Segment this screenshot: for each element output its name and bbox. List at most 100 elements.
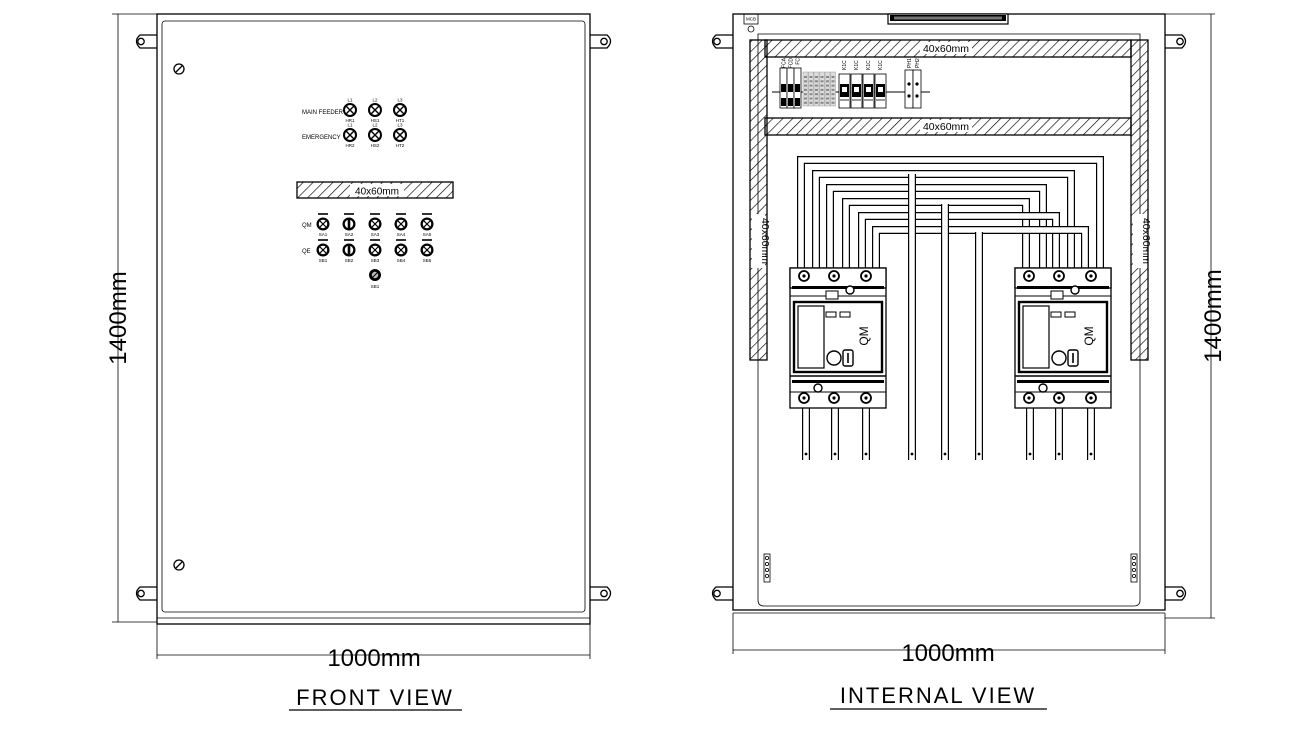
- lamp-phase-label: L2: [372, 98, 378, 103]
- front-height-dimension: 1400mm: [105, 13, 157, 623]
- internal-height-dimension: 1400mm: [1165, 13, 1227, 619]
- mounting-lug: [711, 34, 733, 49]
- selector-switch-icon: [316, 239, 330, 257]
- pushbutton-icon: [369, 269, 381, 281]
- busbar-phase-2: [812, 170, 1075, 272]
- phase-relay-icon: [912, 69, 922, 109]
- mounting-lug: [711, 586, 733, 601]
- pushbutton-code: SB1: [371, 284, 380, 289]
- terminal-strip: [808, 71, 814, 107]
- selector-switch-icon: [368, 213, 382, 231]
- front-cabinet-outline: [156, 13, 591, 625]
- selector-switch-icon: [342, 239, 356, 257]
- pilot-lamp-icon: [343, 128, 357, 142]
- phase-relay-icon: [904, 69, 914, 109]
- door-lock-icon: [173, 559, 185, 571]
- bolt-hole: [804, 452, 808, 456]
- pilot-lamp-icon: [343, 103, 357, 117]
- moulded-case-breaker: QM: [1014, 267, 1112, 409]
- control-mcb: [786, 67, 795, 109]
- control-mcb: [793, 67, 802, 109]
- main-feeder-label: MAIN FEEDER: [302, 110, 344, 116]
- relay-icon: [862, 73, 875, 109]
- mounting-lug: [1165, 586, 1187, 601]
- wiring-duct-left: [749, 39, 768, 361]
- lamp-phase-label: L2: [372, 123, 378, 128]
- pilot-lamp-icon: [368, 103, 382, 117]
- switch-code: SB3: [371, 258, 380, 263]
- front-width-label: 1000mm: [327, 645, 420, 672]
- switch-code: SA4: [397, 232, 406, 237]
- lamp-code: HR2: [345, 143, 354, 148]
- busbars: [797, 156, 1104, 460]
- din-label: FC: [796, 58, 802, 65]
- duct-label-right: 40x60mm: [1140, 218, 1152, 264]
- front-door-outline: [161, 20, 586, 613]
- internal-view: MCB 40x60mm 40x60mm 40x60mm 40: [711, 13, 1227, 710]
- lamp-phase-label: L3: [397, 98, 403, 103]
- breakers: QM QM: [789, 267, 1112, 409]
- internal-height-label: 1400mm: [1200, 269, 1227, 362]
- din-label: K1C: [878, 60, 884, 70]
- door-lock-icon: [173, 63, 185, 75]
- selector-switch-icon: [420, 213, 434, 231]
- selector-switch-icon: [394, 213, 408, 231]
- lamp-phase-label: L3: [397, 123, 403, 128]
- relay-icon: [874, 73, 887, 109]
- terminal-strip: [802, 71, 809, 107]
- selector-switch-icon: [394, 239, 408, 257]
- busbar-phase-1: [797, 156, 1104, 272]
- lamp-phase-label: L1: [347, 123, 353, 128]
- din-label: PH2: [915, 58, 921, 68]
- breaker-label: QM: [857, 326, 871, 345]
- switch-code: SB4: [397, 258, 406, 263]
- mounting-plate-outline: [757, 33, 1141, 607]
- din-label: FCA: [782, 57, 788, 68]
- duct-label-top: 40x60mm: [923, 43, 969, 55]
- bolt-hole: [833, 452, 837, 456]
- mounting-lug: [1165, 34, 1187, 49]
- din-label: K1C: [854, 60, 860, 70]
- terminal-strip: [824, 71, 831, 107]
- busbar-phase-5: [858, 212, 1060, 272]
- relay-icon: [850, 73, 863, 109]
- front-width-dimension: 1000mm: [156, 624, 591, 672]
- qm-row-label: QM: [302, 223, 312, 229]
- duct-label-middle: 40x60mm: [923, 121, 969, 133]
- switch-code: SA3: [371, 232, 380, 237]
- terminal-strip: [819, 71, 825, 107]
- switch-code: SB2: [345, 258, 354, 263]
- front-height-label: 1400mm: [105, 271, 132, 364]
- front-view-title: FRONT VIEW: [296, 685, 454, 710]
- corner-tag: MCB: [746, 17, 756, 22]
- din-label: PH1: [907, 58, 913, 68]
- switch-code: SB5: [423, 258, 432, 263]
- din-label: K1C: [866, 60, 872, 70]
- lamp-code: HT2: [396, 143, 405, 148]
- terminal-strip: [830, 71, 836, 107]
- switch-code: SA1: [319, 232, 328, 237]
- internal-width-dimension: 1000mm: [732, 613, 1166, 667]
- lamp-phase-label: L1: [347, 98, 353, 103]
- duct-label-left: 40x60mm: [759, 218, 771, 264]
- moulded-case-breaker: QM: [789, 267, 887, 409]
- lamp-code: HR1: [345, 118, 354, 123]
- bolt-hole: [943, 452, 947, 456]
- terminal-block: [763, 553, 771, 583]
- switch-code: SB1: [319, 258, 328, 263]
- selector-switch-icon: [316, 213, 330, 231]
- din-label: K1C: [842, 60, 848, 70]
- bolt-hole: [1057, 452, 1061, 456]
- bolt-hole: [1028, 452, 1032, 456]
- bolt-hole: [864, 452, 868, 456]
- bolt-hole: [910, 452, 914, 456]
- breaker-label: QM: [1082, 326, 1096, 345]
- switch-code: SA2: [345, 232, 354, 237]
- mounting-lug: [135, 586, 157, 601]
- selector-switch-icon: [342, 213, 356, 231]
- front-view: MAIN FEEDER EMERGENCY L1HR1L2HS1L3HT1L1H…: [105, 13, 612, 711]
- din-label: FCD: [789, 58, 795, 69]
